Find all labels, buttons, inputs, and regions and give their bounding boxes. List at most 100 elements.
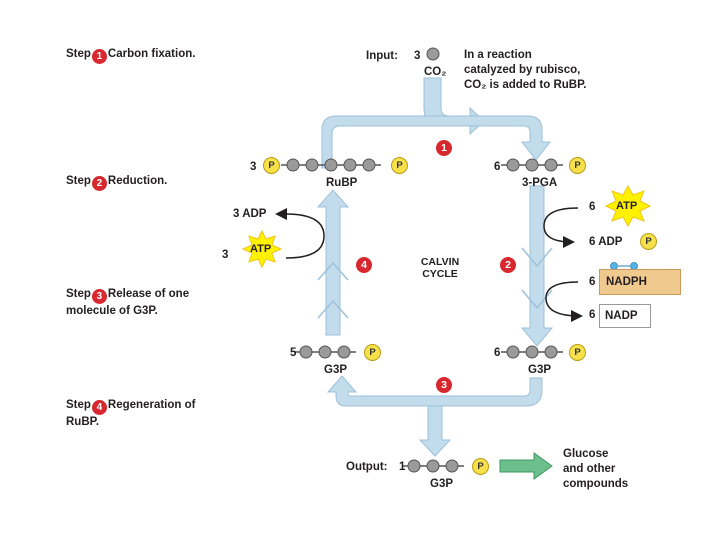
step-number-badge: 2 xyxy=(91,176,107,191)
calvin-cycle-title: CALVIN CYCLE xyxy=(414,256,466,280)
rubp-label: RuBP xyxy=(326,177,358,189)
atp-adp-right-arrow xyxy=(543,207,579,248)
cycle-step-2-badge: 2 xyxy=(500,257,516,273)
step-number-badge: 3 xyxy=(91,289,107,304)
g3p-left-carbon-chain xyxy=(294,345,356,359)
atp-right-count: 6 xyxy=(589,201,596,213)
carbon-atom xyxy=(299,345,313,359)
pga-count: 6 xyxy=(494,161,501,173)
carbon-atom xyxy=(362,158,376,172)
output-arrow xyxy=(499,452,553,480)
step-text-line-2: RuBP. xyxy=(66,416,100,428)
g3p-right-carbon-chain xyxy=(501,345,563,359)
phosphate-adp-right: P xyxy=(640,233,657,250)
input-co2-label: CO₂ xyxy=(424,66,447,78)
g3p-right-label: G3P xyxy=(528,364,552,376)
carbon-atom xyxy=(426,459,440,473)
carbon-atom xyxy=(286,158,300,172)
atp-right-label: ATP xyxy=(616,200,638,212)
carbon-atom xyxy=(445,459,459,473)
input-label: Input: xyxy=(366,50,398,62)
nadp-count: 6 xyxy=(589,309,596,321)
carbon-atom xyxy=(318,345,332,359)
carbon-atom xyxy=(426,47,440,61)
g3p-right-count: 6 xyxy=(494,347,501,359)
step-text: Carbon fixation. xyxy=(107,48,196,60)
adp-left: 3 ADP xyxy=(233,207,266,221)
step-text: Reduction. xyxy=(107,175,168,187)
step-prefix: Step xyxy=(66,48,91,60)
carbon-atom xyxy=(544,345,558,359)
phosphate-pga: P xyxy=(569,157,586,174)
phosphate-g3p-output: P xyxy=(472,458,489,475)
rubp-count: 3 xyxy=(250,161,257,173)
input-co2-count: 3 xyxy=(414,50,421,62)
carbon-atom xyxy=(544,158,558,172)
phosphate-rubp-left: P xyxy=(263,157,280,174)
note-line-3: CO₂ is added to RuBP. xyxy=(464,79,587,91)
step-number-badge: 1 xyxy=(91,49,107,64)
output-products: Glucose and other compounds xyxy=(563,447,628,492)
carbon-atom xyxy=(525,345,539,359)
cycle-arrow-right-chevron-2 xyxy=(521,289,553,310)
phosphate-g3p-left: P xyxy=(364,344,381,361)
output-line-1: Glucose xyxy=(563,448,609,460)
step-text: Release of one xyxy=(107,288,190,300)
carbon-chains xyxy=(281,47,563,473)
adp-right-count: 6 xyxy=(589,236,596,248)
g3p-left-label: G3P xyxy=(324,364,348,376)
note-line-2: catalyzed by rubisco, xyxy=(464,64,581,76)
carbon-atom xyxy=(337,345,351,359)
carbon-atom xyxy=(324,158,338,172)
cycle-step-1-badge: 1 xyxy=(436,140,452,156)
cycle-title-line-2: CYCLE xyxy=(422,268,458,280)
output-branch-arrow xyxy=(418,405,452,457)
nadp-label: NADP xyxy=(599,304,651,328)
step-prefix: Step xyxy=(66,288,91,300)
step-number-badge: 4 xyxy=(91,400,107,415)
atp-left-label: ATP xyxy=(250,243,272,255)
atp-adp-left-arrow xyxy=(285,213,325,259)
atp-star-right xyxy=(604,184,652,228)
adp-right-label: ADP xyxy=(598,236,623,248)
output-count: 1 xyxy=(399,461,406,473)
rubisco-note: In a reaction catalyzed by rubisco, CO₂ … xyxy=(464,48,586,93)
co2-input-carbon xyxy=(426,47,440,61)
step-prefix: Step xyxy=(66,399,91,411)
carbon-atom xyxy=(407,459,421,473)
adp-left-count: 3 xyxy=(233,208,240,220)
cycle-arrow-top xyxy=(321,115,552,169)
cycle-step-3-badge: 3 xyxy=(436,377,452,393)
nadph-nadp-arrow xyxy=(545,281,583,322)
cycle-arrow-bottom xyxy=(326,375,543,407)
step-text: Regeneration of xyxy=(107,399,196,411)
carbon-atom xyxy=(525,158,539,172)
atp-star-left xyxy=(241,229,283,269)
phosphate-g3p-right: P xyxy=(569,344,586,361)
output-g3p-label: G3P xyxy=(430,478,454,490)
pga-label: 3-PGA xyxy=(522,177,558,189)
step-prefix: Step xyxy=(66,175,91,187)
output-line-2: and other xyxy=(563,463,616,475)
nadph-label: NADPH xyxy=(599,269,681,295)
g3p-left-count: 5 xyxy=(290,347,297,359)
carbon-atom xyxy=(506,158,520,172)
rubp-carbon-chain xyxy=(281,158,381,172)
atp-left-count: 3 xyxy=(222,249,229,261)
carbon-atom xyxy=(305,158,319,172)
note-line-1: In a reaction xyxy=(464,49,532,61)
pga-carbon-chain xyxy=(501,158,563,172)
carbon-atom xyxy=(506,345,520,359)
adp-left-label: ADP xyxy=(242,208,267,220)
nadph-count: 6 xyxy=(589,276,596,288)
cycle-title-line-1: CALVIN xyxy=(420,256,460,268)
cycle-arrow-left-chevron-1 xyxy=(317,261,349,281)
adp-right: 6 ADP xyxy=(589,235,622,249)
carbon-atom xyxy=(343,158,357,172)
cycle-arrow-left-chevron-2 xyxy=(317,299,349,319)
step-text-line-2: molecule of G3P. xyxy=(66,305,158,317)
